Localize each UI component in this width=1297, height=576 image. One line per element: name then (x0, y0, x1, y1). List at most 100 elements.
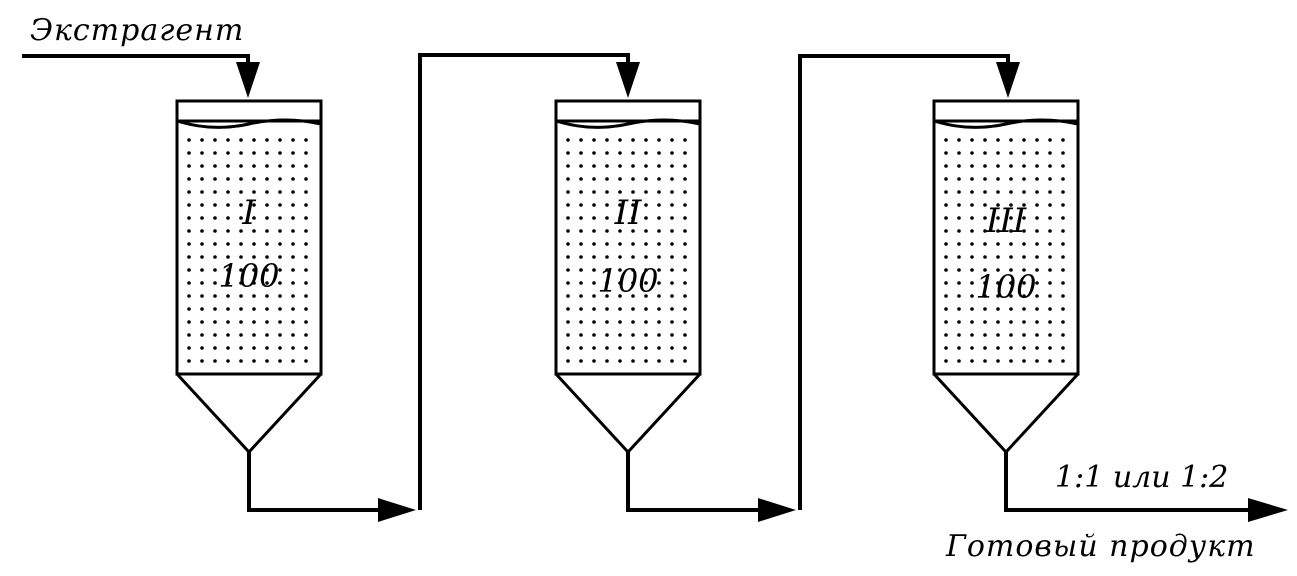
material-dot (579, 216, 583, 220)
material-dot (631, 190, 635, 194)
material-dot (631, 346, 635, 350)
input-arrow (236, 62, 260, 98)
material-dot (670, 216, 674, 220)
material-dot (657, 164, 661, 168)
material-dot (957, 138, 961, 142)
material-dot (1035, 164, 1039, 168)
material-dot (657, 294, 661, 298)
material-dot (670, 294, 674, 298)
material-dot (1035, 242, 1039, 246)
material-dot (1035, 359, 1039, 363)
material-dot (1009, 242, 1013, 246)
material-dot (657, 190, 661, 194)
material-dot (239, 346, 243, 350)
material-dot (957, 255, 961, 259)
material-dot (644, 229, 648, 233)
vessel-1 (175, 99, 323, 455)
material-dot (983, 151, 987, 155)
material-dot (291, 255, 295, 259)
material-dot (1022, 138, 1026, 142)
material-dot (631, 151, 635, 155)
material-dot (579, 359, 583, 363)
material-dot (1048, 177, 1052, 181)
material-dot (670, 346, 674, 350)
material-dot (566, 307, 570, 311)
material-dot (252, 177, 256, 181)
material-dot (566, 281, 570, 285)
material-dot (957, 190, 961, 194)
material-dot (644, 151, 648, 155)
material-dot (239, 164, 243, 168)
material-dot (1061, 320, 1065, 324)
material-dot (265, 151, 269, 155)
material-dot (213, 190, 217, 194)
material-dot (213, 216, 217, 220)
raw-material-dots (944, 138, 1065, 363)
material-dot (304, 177, 308, 181)
material-dot (644, 164, 648, 168)
material-dot (291, 359, 295, 363)
material-dot (618, 203, 622, 207)
material-dot (291, 281, 295, 285)
material-dot (657, 307, 661, 311)
material-dot (605, 281, 609, 285)
material-dot (983, 177, 987, 181)
material-dot (970, 255, 974, 259)
material-dot (304, 242, 308, 246)
material-dot (252, 151, 256, 155)
material-dot (579, 307, 583, 311)
material-dot (278, 190, 282, 194)
material-dot (1022, 294, 1026, 298)
material-dot (213, 177, 217, 181)
material-dot (670, 164, 674, 168)
material-dot (1035, 268, 1039, 272)
material-dot (631, 164, 635, 168)
material-dot (265, 359, 269, 363)
material-dot (970, 320, 974, 324)
material-dot (683, 268, 687, 272)
material-dot (1035, 307, 1039, 311)
material-dot (1048, 216, 1052, 220)
material-dot (579, 203, 583, 207)
material-dot (1048, 255, 1052, 259)
material-dot (644, 346, 648, 350)
material-dot (683, 151, 687, 155)
material-dot (944, 229, 948, 233)
material-dot (670, 307, 674, 311)
material-dot (239, 229, 243, 233)
output-arrow (1248, 498, 1288, 522)
material-dot (1022, 333, 1026, 337)
material-dot (1035, 151, 1039, 155)
material-dot (226, 346, 230, 350)
material-dot (291, 190, 295, 194)
material-dot (1061, 268, 1065, 272)
material-dot (592, 255, 596, 259)
material-dot (983, 320, 987, 324)
material-dot (566, 268, 570, 272)
material-dot (957, 242, 961, 246)
material-dot (265, 242, 269, 246)
material-dot (644, 281, 648, 285)
material-dot (644, 216, 648, 220)
material-dot (1035, 203, 1039, 207)
material-dot (252, 229, 256, 233)
material-dot (239, 177, 243, 181)
material-dot (200, 242, 204, 246)
material-dot (1022, 255, 1026, 259)
material-dot (566, 333, 570, 337)
material-dot (304, 164, 308, 168)
vessel-lid (554, 99, 702, 123)
material-dot (566, 229, 570, 233)
material-dot (618, 164, 622, 168)
material-dot (1009, 268, 1013, 272)
material-dot (226, 242, 230, 246)
material-dot (683, 359, 687, 363)
material-dot (291, 333, 295, 337)
material-dot (1022, 320, 1026, 324)
material-dot (1022, 229, 1026, 233)
material-dot (1035, 177, 1039, 181)
material-dot (252, 255, 256, 259)
material-dot (970, 138, 974, 142)
material-dot (1048, 307, 1052, 311)
material-dot (631, 294, 635, 298)
